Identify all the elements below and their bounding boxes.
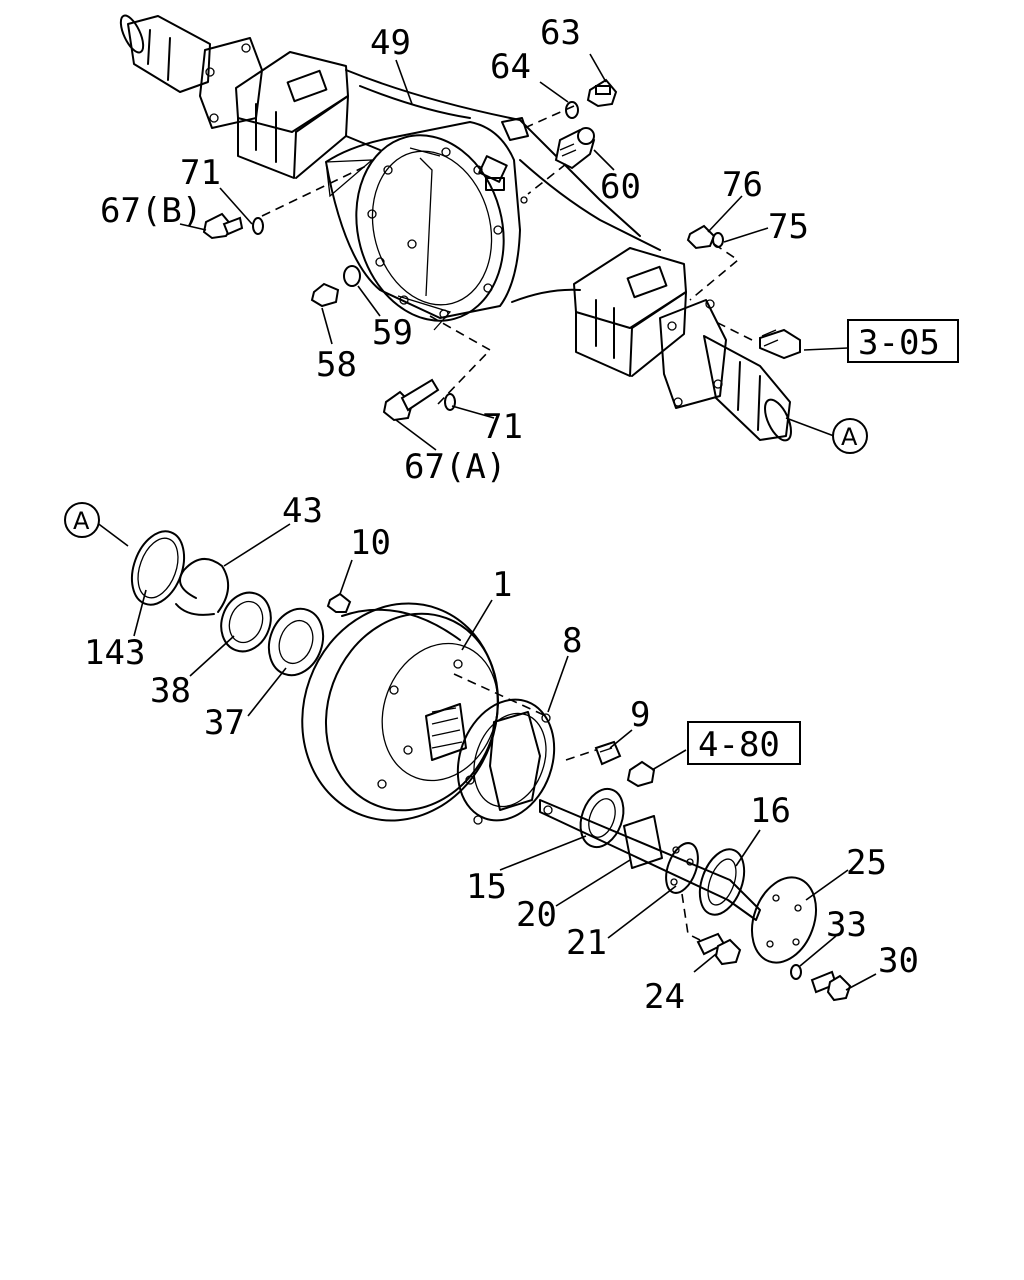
callout-8: 8 [562,621,582,661]
reference-a-top: A [832,418,868,454]
leader-lines [95,53,877,991]
reference-3-05-label: 3-05 [858,323,940,363]
callout-58: 58 [316,345,357,385]
callout-20: 20 [516,895,557,935]
callout-143: 143 [84,633,145,673]
upper-dashed-lines [261,105,753,405]
callout-63: 63 [540,13,581,53]
hub-assembly [130,530,852,1002]
callout-10: 10 [350,523,391,563]
callout-67b: 67(B) [100,191,202,231]
callout-64: 64 [490,47,531,87]
callout-49: 49 [370,23,411,63]
callout-33: 33 [826,905,867,945]
callout-37: 37 [204,703,245,743]
reference-3-05[interactable]: 3-05 [847,319,959,363]
callout-numbers: 49 63 64 60 71 67(B) 76 75 59 58 71 67(A… [84,13,919,1017]
callout-67a: 67(A) [404,447,506,487]
reference-4-80[interactable]: 4-80 [687,721,801,765]
callout-71-top: 71 [180,153,221,193]
axle-housing [119,14,792,442]
callout-30: 30 [878,941,919,981]
callout-60: 60 [600,167,641,207]
callout-59: 59 [372,313,413,353]
callout-16: 16 [750,791,791,831]
callout-1: 1 [492,565,512,605]
lower-dashed-lines [453,673,701,941]
callout-15: 15 [466,867,507,907]
callout-21: 21 [566,923,607,963]
callout-71-bottom: 71 [482,407,523,447]
callout-9: 9 [630,695,650,735]
reference-a-bottom: A [64,502,100,538]
callout-43: 43 [282,491,323,531]
callout-25: 25 [846,843,887,883]
reference-4-80-label: 4-80 [698,725,780,765]
callout-76: 76 [722,165,763,205]
reference-a-bottom-label: A [73,507,90,535]
callout-24: 24 [644,977,685,1017]
callout-38: 38 [150,671,191,711]
callout-75: 75 [768,207,809,247]
reference-a-top-label: A [841,423,858,451]
